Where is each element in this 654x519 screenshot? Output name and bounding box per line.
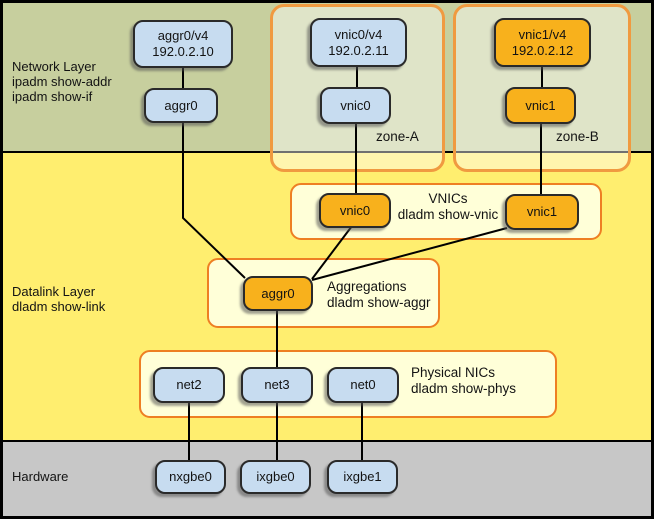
zone-b-label: zone-B (556, 129, 599, 144)
datalink-layer-label: Datalink Layer dladm show-link (12, 284, 105, 314)
node-aggr0-datalink: aggr0 (243, 276, 313, 311)
node-aggr0-interface: aggr0 (144, 88, 218, 123)
zone-a-label-text: zone-A (376, 129, 419, 144)
node-vnic1-datalink: vnic1 (505, 194, 579, 230)
node-net2: net2 (153, 367, 225, 403)
node-net0: net0 (327, 367, 399, 403)
node-vnic0-interface: vnic0 (320, 87, 391, 124)
node-vnic1-v4-ip: 192.0.2.12 (511, 42, 574, 58)
node-ixgbe1: ixgbe1 (327, 460, 398, 494)
connector-vnic1dl-aggr0dl (311, 227, 508, 281)
node-nxgbe0: nxgbe0 (155, 460, 226, 494)
node-vnic1-v4-address: vnic1/v4 192.0.2.12 (494, 18, 591, 67)
node-net3: net3 (241, 367, 313, 403)
network-layer-label-line2: ipadm show-addr (12, 74, 112, 89)
node-vnic0-datalink-label: vnic0 (339, 202, 371, 218)
node-vnic0-datalink: vnic0 (319, 193, 391, 228)
hardware-label-text: Hardware (12, 469, 69, 484)
node-ixgbe0: ixgbe0 (240, 460, 311, 494)
node-net0-label: net0 (350, 377, 376, 392)
network-layer-label-line3: ipadm show-if (12, 89, 93, 104)
aggregations-group-subtitle: dladm show-aggr (327, 295, 431, 310)
physical-nics-group-subtitle: dladm show-phys (411, 381, 517, 396)
network-layer-label-line1: Network Layer (12, 59, 96, 74)
node-vnic1-datalink-label: vnic1 (526, 204, 558, 219)
zone-a-label: zone-A (376, 129, 419, 144)
datalink-layer-label-line1: Datalink Layer (12, 284, 96, 299)
node-ixgbe1-label: ixgbe1 (343, 469, 382, 484)
vnics-group-label: VNICs dladm show-vnic (391, 191, 505, 223)
node-vnic0-v4-ip: 192.0.2.11 (328, 42, 389, 58)
aggregations-group-label: Aggregations dladm show-aggr (327, 279, 431, 311)
network-layer-label: Network Layer ipadm show-addr ipadm show… (12, 59, 112, 104)
node-vnic0-interface-label: vnic0 (340, 97, 371, 113)
hardware-label: Hardware (12, 469, 68, 484)
node-aggr0-v4-name: aggr0/v4 (157, 28, 209, 43)
node-aggr0-interface-label: aggr0 (164, 97, 198, 113)
node-vnic1-interface: vnic1 (505, 87, 576, 124)
zone-b-label-text: zone-B (556, 129, 599, 144)
node-aggr0-datalink-label: aggr0 (261, 285, 295, 301)
node-vnic1-v4-name: vnic1/v4 (518, 26, 567, 42)
connector-aggr0if-aggr0dl (182, 121, 246, 279)
aggregations-group-title: Aggregations (327, 279, 407, 294)
vnics-group-subtitle: dladm show-vnic (397, 207, 499, 222)
physical-nics-group-label: Physical NICs dladm show-phys (411, 365, 516, 397)
node-vnic1-interface-label: vnic1 (525, 97, 556, 113)
node-ixgbe0-label: ixgbe0 (256, 469, 295, 484)
datalink-layer-label-line2: dladm show-link (12, 299, 106, 314)
node-net3-label: net3 (264, 377, 290, 392)
node-vnic0-v4-address: vnic0/v4 192.0.2.11 (310, 18, 407, 67)
node-aggr0-v4-ip: 192.0.2.10 (152, 44, 214, 59)
node-vnic0-v4-name: vnic0/v4 (334, 26, 383, 42)
connector-vnic0dl-aggr0dl (311, 225, 353, 280)
node-net2-label: net2 (176, 377, 202, 392)
physical-nics-group-title: Physical NICs (411, 365, 496, 380)
node-aggr0-v4-address: aggr0/v4 192.0.2.10 (133, 20, 233, 68)
vnics-group-title: VNICs (428, 191, 468, 206)
node-nxgbe0-label: nxgbe0 (169, 469, 212, 484)
